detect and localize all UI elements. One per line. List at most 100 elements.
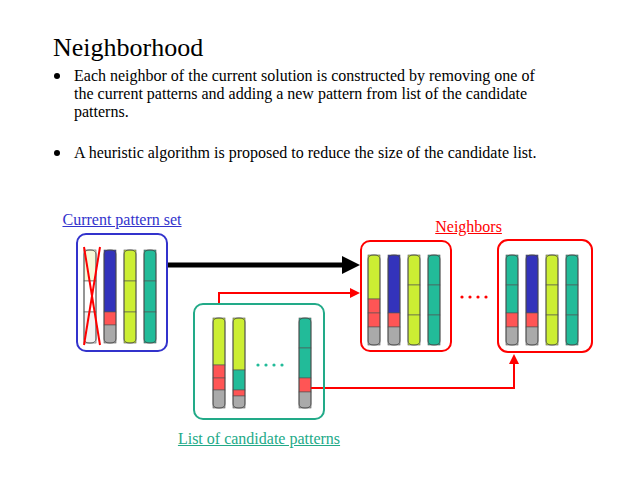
pattern-segment: [506, 313, 518, 327]
pattern-segment: [124, 312, 136, 343]
pattern-segment: [124, 281, 136, 312]
ellipsis-dot: [484, 295, 487, 298]
pattern-segment: [213, 390, 225, 408]
group-heading: Neighbors: [435, 218, 502, 236]
pattern-segment: [566, 285, 578, 315]
pattern-columns: [84, 250, 578, 408]
pattern-segment: [368, 313, 380, 327]
ellipsis-dot: [460, 295, 463, 298]
pattern-segment: [408, 255, 420, 285]
cross-mark: [84, 247, 100, 345]
column-outline: [144, 250, 156, 343]
pattern-segment: [546, 255, 558, 285]
pattern-segment: [428, 285, 440, 315]
ellipsis-dot: [272, 363, 275, 366]
ellipsis-dot: [476, 295, 479, 298]
column-outline: [213, 318, 225, 408]
pattern-segment: [526, 327, 538, 345]
column-outline: [566, 255, 578, 345]
ellipsis-dot: [280, 363, 283, 366]
column-outline: [408, 255, 420, 345]
ellipsis-dot: [256, 363, 259, 366]
column-outline: [546, 255, 558, 345]
pattern-segment: [124, 250, 136, 281]
pattern-segment: [213, 378, 225, 390]
pattern-segment: [506, 285, 518, 313]
pattern-column: [299, 318, 311, 408]
pattern-segment: [408, 315, 420, 345]
pattern-column: [233, 318, 245, 408]
pattern-segment: [506, 327, 518, 345]
pattern-segment: [368, 327, 380, 345]
pattern-segment: [566, 255, 578, 285]
pattern-segment: [104, 312, 116, 325]
connector-arrow: [168, 263, 342, 268]
pattern-segment: [299, 378, 311, 392]
pattern-column: [388, 255, 400, 345]
pattern-segment: [368, 299, 380, 313]
pattern-segment: [233, 370, 245, 390]
pattern-segment: [233, 396, 245, 408]
pattern-set-box: Current pattern set: [76, 233, 168, 352]
bullet-text: Each neighbor of the current solution is…: [74, 67, 556, 121]
column-outline: [124, 250, 136, 343]
pattern-segment: [388, 313, 400, 327]
pattern-column: [506, 255, 518, 345]
pattern-column: [546, 255, 558, 345]
connector-arrow: [219, 293, 350, 303]
pattern-segment: [233, 318, 245, 370]
pattern-segment: [144, 250, 156, 281]
pattern-column: [144, 250, 156, 343]
pattern-column: [566, 255, 578, 345]
pattern-segment: [144, 312, 156, 343]
ellipsis-dot: [264, 363, 267, 366]
pattern-column: [368, 255, 380, 345]
pattern-segment: [213, 365, 225, 378]
pattern-segment: [546, 285, 558, 315]
pattern-segment: [408, 285, 420, 315]
pattern-segment: [526, 313, 538, 327]
red-arrow: [311, 364, 514, 388]
pattern-segment: [233, 390, 245, 396]
bullet-dot: [54, 150, 60, 156]
pattern-segment: [546, 315, 558, 345]
pattern-segment: [144, 281, 156, 312]
pattern-segment: [104, 325, 116, 343]
pattern-column: [428, 255, 440, 345]
neighbor-box: [498, 240, 592, 352]
pattern-segment: [299, 348, 311, 378]
column-outline: [526, 255, 538, 345]
pattern-segment: [299, 392, 311, 408]
bullet-text: A heuristic algorithm is proposed to red…: [74, 144, 556, 162]
bullet-dot: [54, 73, 60, 79]
pattern-segment: [526, 255, 538, 313]
cross-mark: [84, 247, 100, 345]
pattern-segment: [388, 327, 400, 345]
group-heading: Current pattern set: [62, 211, 181, 229]
pattern-segment: [428, 315, 440, 345]
pattern-column: [408, 255, 420, 345]
pattern-column: [213, 318, 225, 408]
column-outline: [506, 255, 518, 345]
pattern-segment: [388, 255, 400, 313]
column-outline: [428, 255, 440, 345]
group-heading: List of candidate patterns: [178, 430, 340, 448]
pattern-segment: [566, 315, 578, 345]
pattern-segment: [213, 318, 225, 365]
pattern-column: [526, 255, 538, 345]
column-outline: [388, 255, 400, 345]
neighbor-box: Neighbors: [360, 240, 452, 352]
pattern-segment: [368, 255, 380, 299]
column-outline: [233, 318, 245, 408]
ellipsis-dot: [468, 295, 471, 298]
candidate-box: List of candidate patterns: [193, 303, 325, 420]
pattern-segment: [299, 318, 311, 348]
ellipsis-dots: [256, 295, 487, 366]
column-outline: [368, 255, 380, 345]
pattern-segment: [428, 255, 440, 285]
pattern-segment: [506, 255, 518, 285]
column-outline: [104, 250, 116, 343]
pattern-column: [104, 250, 116, 343]
column-outline: [299, 318, 311, 408]
pattern-column: [124, 250, 136, 343]
